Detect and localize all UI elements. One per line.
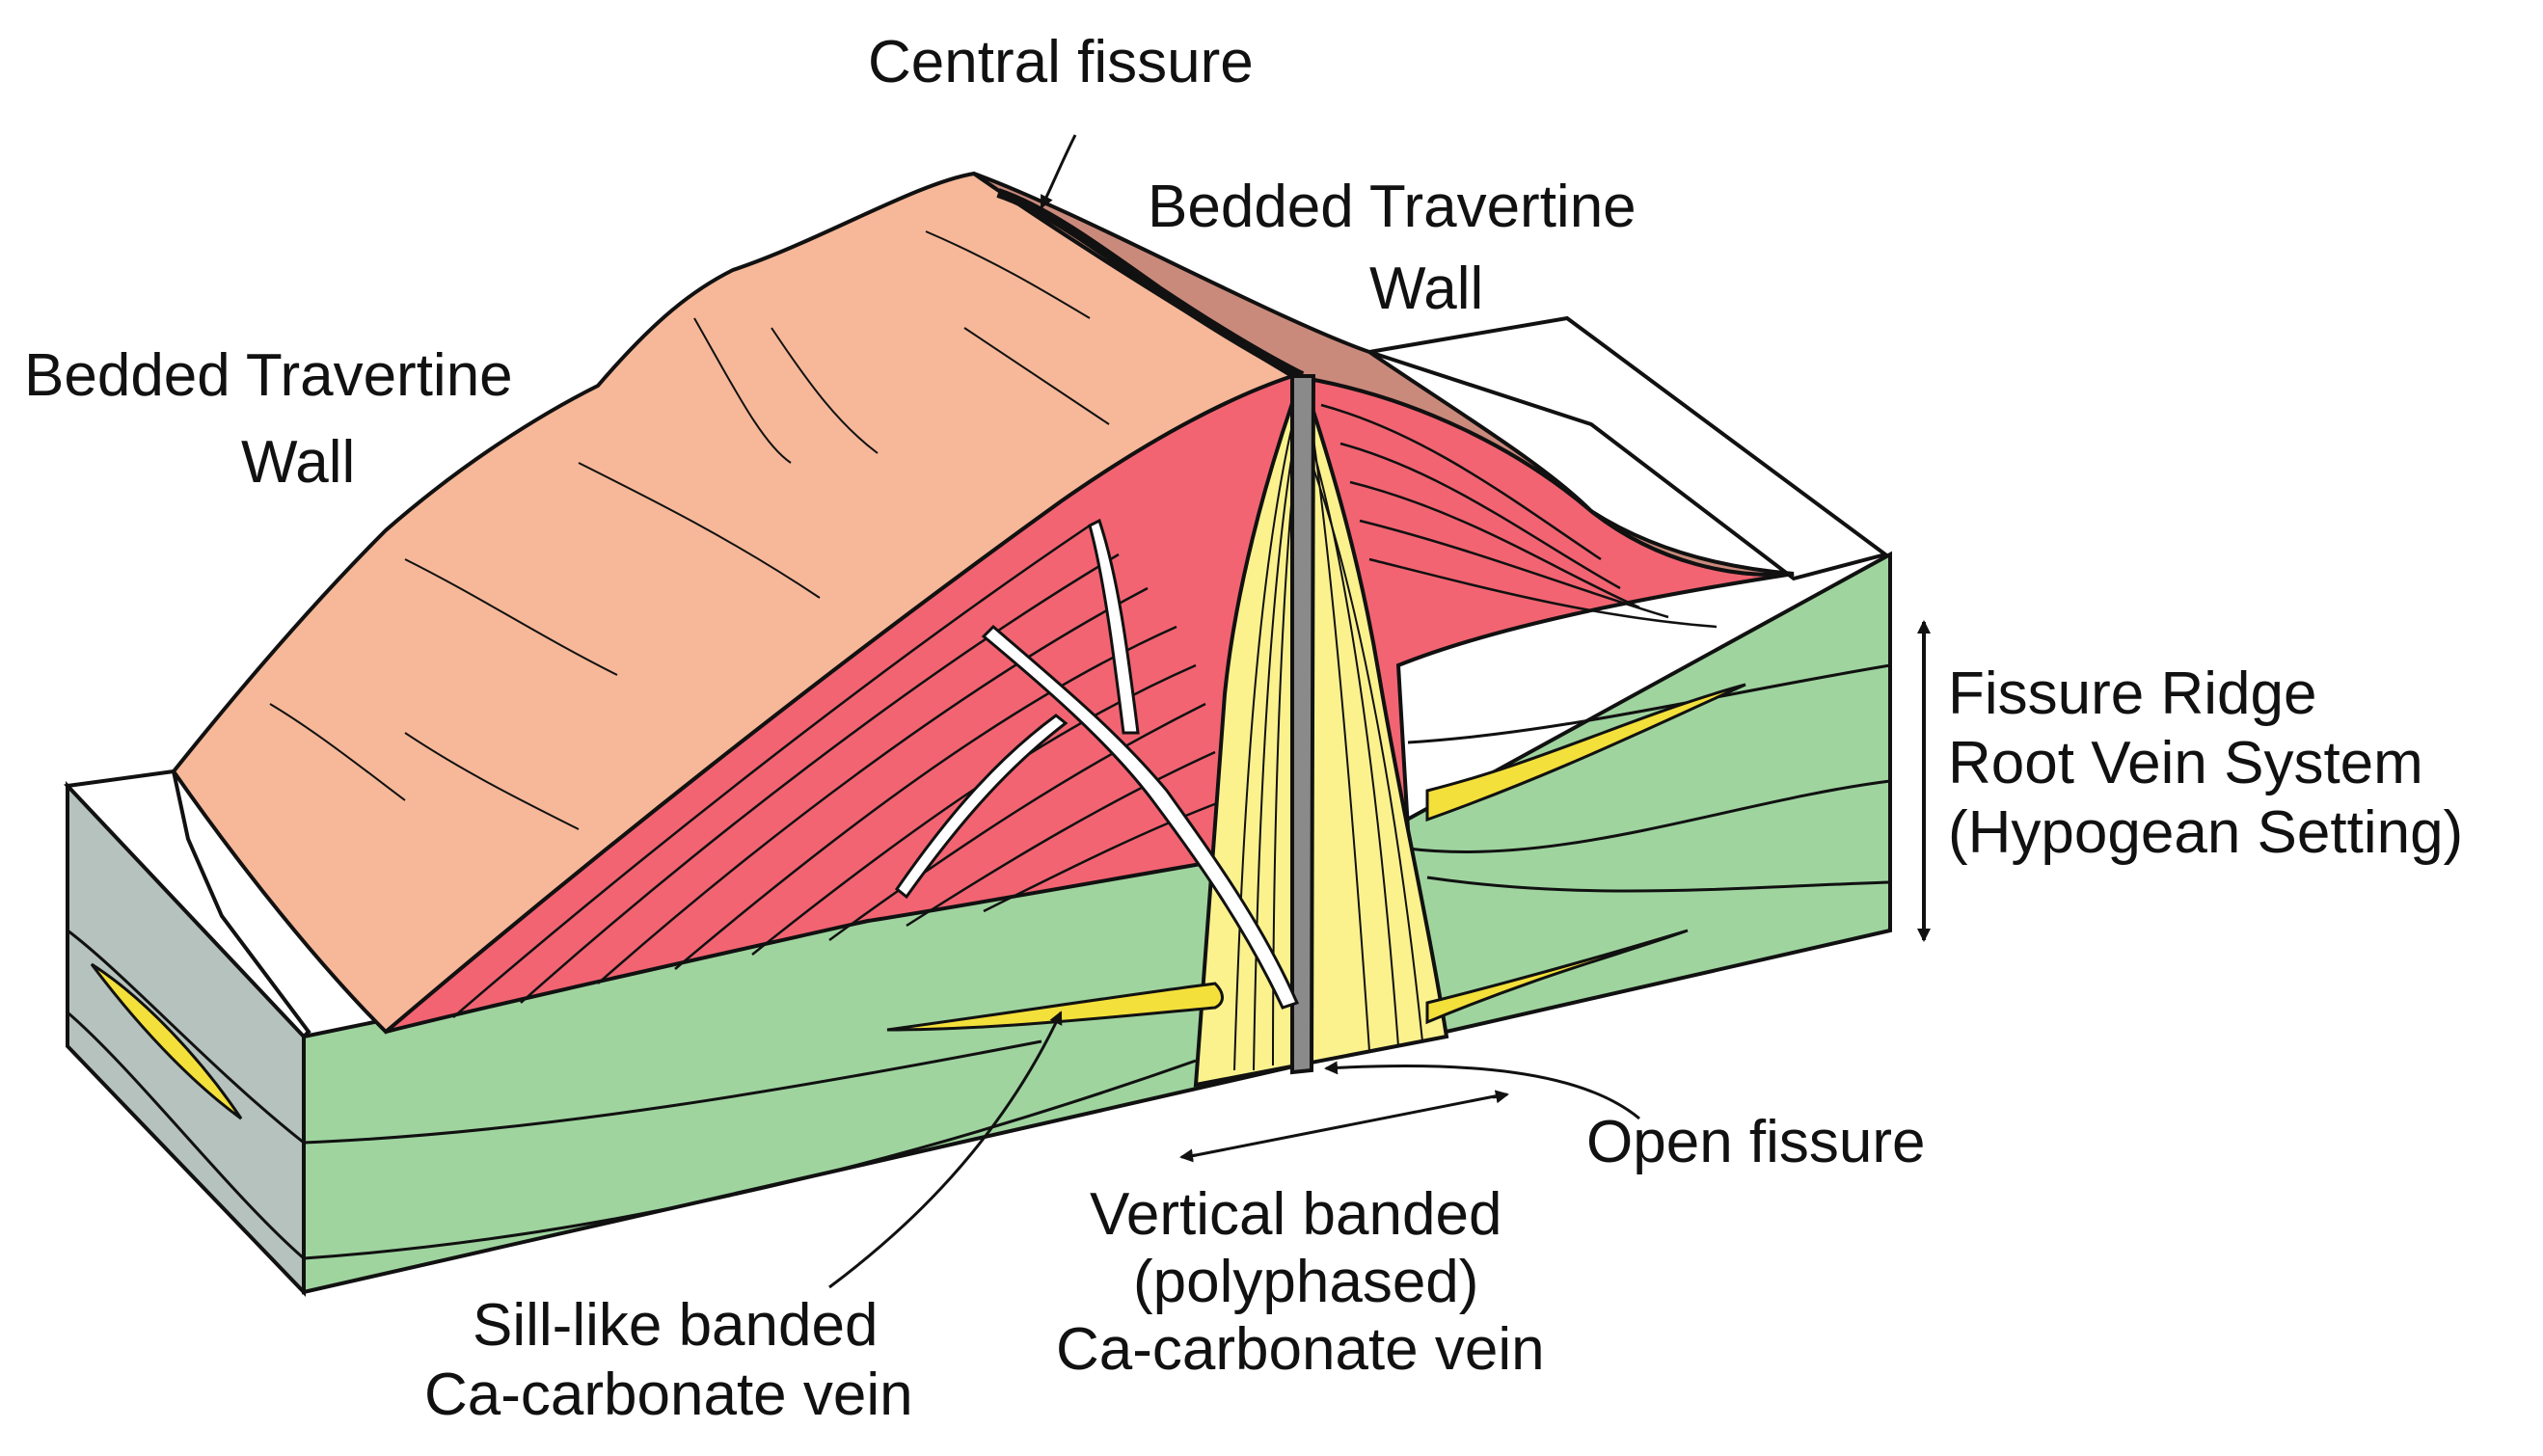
right-wall-label-line1: Bedded Travertine [1148, 174, 1637, 240]
extension-arrow-right [1492, 1090, 1509, 1104]
host-rock-bed-line [1407, 779, 1891, 854]
branching-fracture [894, 714, 1069, 900]
extension-arrow-left [1179, 1148, 1197, 1163]
vertical-vein-label-line3: Ca-carbonate vein [1056, 1316, 1545, 1383]
host-rock-bed-line [303, 1059, 1197, 1260]
travertine-bedding-lines [452, 403, 1718, 1018]
root-vein-label-line3: (Hypogean Setting) [1948, 799, 2464, 866]
sill-vein-leader [828, 1011, 1063, 1289]
root-vein-label-line2: Root Vein System [1948, 730, 2423, 796]
left-face-bed-line [67, 1011, 305, 1260]
sill-vein-right-upper [1425, 683, 1746, 822]
extension-direction-line [1185, 1092, 1505, 1159]
left-wall-label-line2: Wall [241, 429, 356, 496]
open-fissure [1290, 374, 1316, 1075]
block-top-right-surface [1368, 315, 1890, 581]
central-fissure-leader [1040, 134, 1077, 209]
sill-vein-label-line1: Sill-like banded [473, 1292, 879, 1359]
vertical-vein-label-line1: Vertical banded [1090, 1181, 1502, 1248]
sill-vein-lower [886, 982, 1224, 1032]
host-rock-bed-line [1407, 663, 1891, 744]
central-fissure-label: Central fissure [868, 29, 1254, 95]
left-wall-label-line1: Bedded Travertine [24, 342, 513, 409]
branching-fracture [981, 624, 1300, 1010]
sill-vein-label-line2: Ca-carbonate vein [424, 1362, 913, 1428]
branching-fracture [1088, 518, 1140, 735]
left-face-bed-line [67, 929, 305, 1145]
host-rock-bed-line [303, 1039, 1042, 1145]
sill-vein-right-lower [1425, 929, 1689, 1025]
root-vein-label-line1: Fissure Ridge [1948, 661, 2317, 727]
vertical-vein-label-line2: (polyphased) [1133, 1249, 1479, 1315]
open-fissure-label: Open fissure [1586, 1109, 1926, 1175]
central-fissure-crack [996, 188, 1305, 381]
open-fissure-leader [1324, 1061, 1640, 1120]
host-rock-bed-line [1426, 876, 1891, 893]
right-wall-label-line2: Wall [1369, 256, 1484, 322]
left-face-sill-lens [90, 962, 243, 1120]
travertine-top-texture [269, 230, 1110, 830]
